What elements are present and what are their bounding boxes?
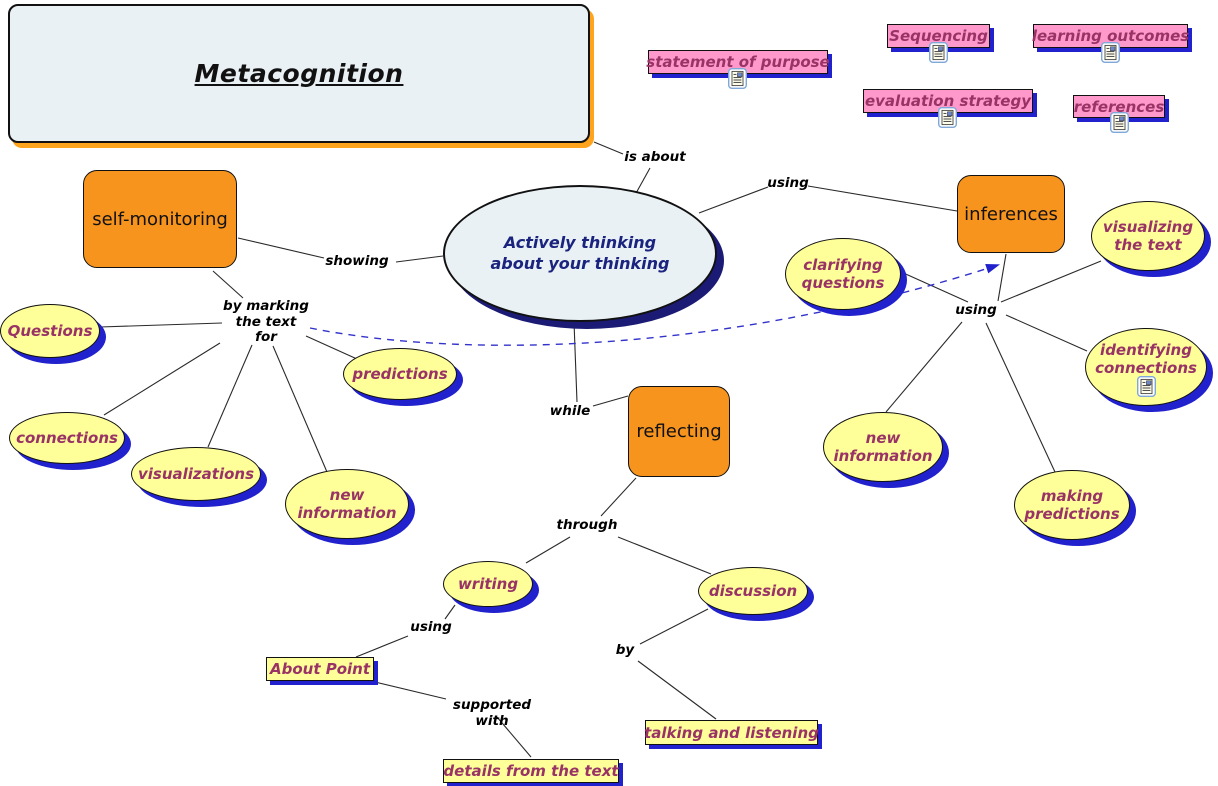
learning-outcomes-label: learning outcomes <box>1031 27 1190 45</box>
main-concept-label: Actively thinking about your thinking <box>490 232 670 273</box>
node-talking-and-listening[interactable]: talking and listening <box>644 720 819 745</box>
link-label-is-about[interactable]: is about <box>624 149 686 165</box>
node-about-point[interactable]: About Point <box>266 657 374 681</box>
link-usingtop-inferences <box>807 185 958 212</box>
writing-label: writing <box>457 575 519 593</box>
node-making-predictions[interactable]: making predictions <box>1014 470 1130 540</box>
link-label-by[interactable]: by <box>615 642 635 658</box>
node-clarifying-questions[interactable]: clarifying questions <box>785 238 901 310</box>
link-writing-using <box>444 604 456 620</box>
node-connections[interactable]: connections <box>9 412 125 464</box>
link-title-isabout <box>593 141 624 155</box>
node-self-monitoring[interactable]: self-monitoring <box>83 170 237 268</box>
link-aboutpoint-supported <box>374 681 447 700</box>
node-inferences[interactable]: inferences <box>957 175 1065 253</box>
link-while-reflecting <box>592 395 629 407</box>
link-bymarking-visualizations <box>207 344 253 448</box>
new-information-left-label: new information <box>297 486 397 522</box>
solid-links <box>99 141 1102 758</box>
clarifying-questions-label: clarifying questions <box>801 256 885 292</box>
node-reflecting[interactable]: reflecting <box>628 386 730 477</box>
sequencing-label: Sequencing <box>889 27 988 45</box>
note-references[interactable]: references <box>1073 95 1165 118</box>
document-icon[interactable] <box>929 42 948 63</box>
link-usingfan-identifying <box>1005 314 1088 352</box>
inferences-label: inferences <box>964 203 1058 225</box>
node-discussion[interactable]: discussion <box>698 567 808 615</box>
reflecting-label: reflecting <box>636 421 722 442</box>
link-through-discussion <box>617 536 712 575</box>
link-usingfan-makingpred <box>985 322 1056 473</box>
link-using-aboutpoint <box>355 635 409 658</box>
self-monitoring-label: self-monitoring <box>92 208 228 230</box>
link-label-supported-with[interactable]: supported with <box>452 697 532 729</box>
link-showing-main <box>395 255 444 263</box>
link-main-usingtop <box>698 186 769 214</box>
references-label: references <box>1073 97 1165 116</box>
link-selfmon-showing <box>237 237 325 259</box>
link-supported-details <box>496 716 532 758</box>
note-learning-outcomes[interactable]: learning outcomes <box>1031 24 1190 48</box>
link-bymarking-newinfo-left <box>272 345 328 473</box>
title-label: Metacognition <box>194 59 404 88</box>
link-bymarking-predictions <box>305 335 358 360</box>
link-label-showing[interactable]: showing <box>325 253 389 269</box>
link-main-while <box>573 321 578 403</box>
link-usingfan-inferences <box>997 253 1007 302</box>
visualizing-the-text-label: visualizing the text <box>1102 218 1194 254</box>
evaluation-strategy-label: evaluation strategy <box>864 92 1031 110</box>
node-details-from-text[interactable]: details from the text <box>443 759 619 783</box>
link-reflecting-through <box>600 477 637 517</box>
link-through-writing <box>525 536 571 564</box>
node-new-information-left[interactable]: new information <box>285 469 409 539</box>
link-label-using-top[interactable]: using <box>767 175 809 191</box>
node-new-information-right[interactable]: new information <box>823 412 943 482</box>
document-icon[interactable] <box>938 107 957 128</box>
making-predictions-label: making predictions <box>1024 487 1120 523</box>
connections-label: connections <box>16 429 118 447</box>
document-icon[interactable] <box>1110 112 1129 133</box>
node-visualizing-the-text[interactable]: visualizing the text <box>1091 201 1205 271</box>
link-selfmon-bymarking <box>212 270 244 299</box>
identifying-connections-label: identifying connections <box>1095 341 1197 377</box>
node-predictions[interactable]: predictions <box>343 348 457 400</box>
node-writing[interactable]: writing <box>443 561 533 607</box>
link-by-talking <box>637 660 717 720</box>
node-actively-thinking[interactable]: Actively thinking about your thinking <box>443 185 717 322</box>
new-information-right-label: new information <box>833 429 933 465</box>
link-bymarking-questions <box>99 322 223 328</box>
questions-label: Questions <box>7 322 93 340</box>
node-questions[interactable]: Questions <box>0 304 100 358</box>
cross-link-bymarking-to-inferences <box>309 264 1000 346</box>
details-from-text-label: details from the text <box>443 762 619 780</box>
document-icon[interactable] <box>728 68 747 89</box>
document-icon[interactable] <box>1137 376 1156 397</box>
link-label-while[interactable]: while <box>549 403 591 419</box>
link-label-using-fan[interactable]: using <box>955 302 997 318</box>
link-label-through[interactable]: through <box>556 517 618 533</box>
node-metacognition-title[interactable]: Metacognition <box>8 4 590 143</box>
link-usingfan-newinfo-right <box>885 321 963 413</box>
about-point-label: About Point <box>269 660 370 678</box>
visualizations-label: visualizations <box>138 465 255 483</box>
talking-and-listening-label: talking and listening <box>644 723 819 742</box>
link-label-using-writing[interactable]: using <box>410 619 452 635</box>
predictions-label: predictions <box>352 365 448 383</box>
document-icon[interactable] <box>1101 42 1120 63</box>
discussion-label: discussion <box>708 582 798 600</box>
node-visualizations[interactable]: visualizations <box>131 447 261 501</box>
link-usingfan-visualizing <box>1000 260 1102 303</box>
link-clarifying-usingfan <box>898 270 969 303</box>
link-bymarking-connections <box>103 342 221 416</box>
link-discussion-by <box>639 608 709 645</box>
statement-of-purpose-label: statement of purpose <box>646 53 830 71</box>
link-label-by-marking[interactable]: by marking the text for <box>223 298 309 346</box>
